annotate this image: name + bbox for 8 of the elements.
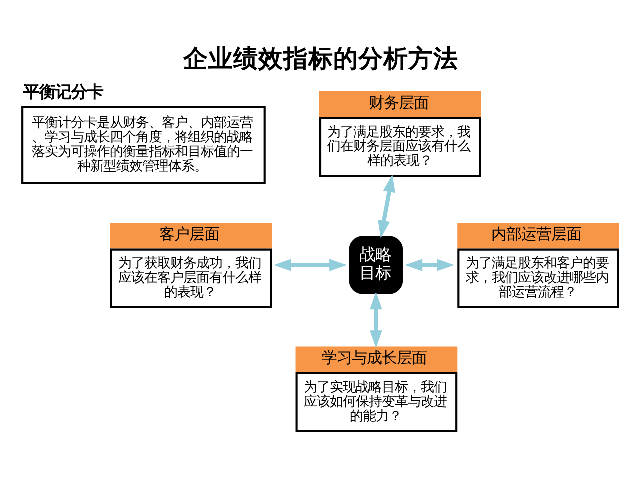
node-box: 战略目标 [349,236,403,294]
arrow [378,174,396,238]
node-box: 平衡计分卡是从财务、客户、内部运营、学习与成长四个角度，将组织的战略落实为可操作的衡量指标和目标值的一种新型绩效管理体系。 [22,106,266,184]
arrow [370,292,382,348]
diagram-title: 企业绩效指标的分析方法 [183,44,458,74]
node-label: 平衡记分卡 [24,82,104,102]
arrow [274,259,348,272]
arrow [405,259,455,272]
